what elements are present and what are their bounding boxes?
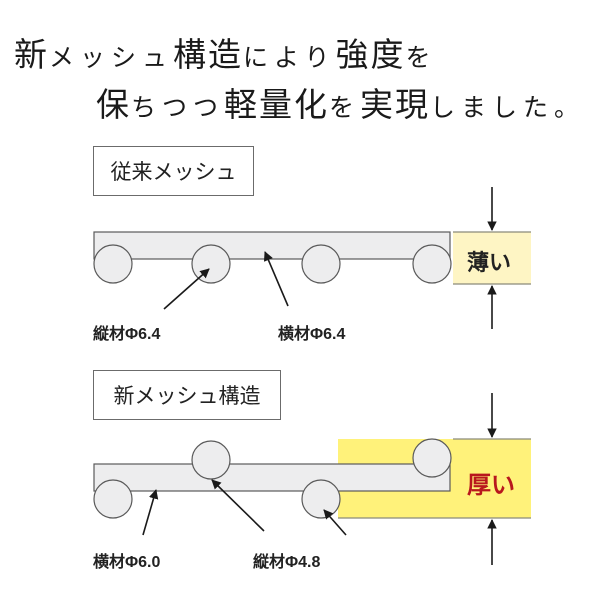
pointer-arrow-vertical [163,268,210,310]
vertical-wire-cross-section [412,244,452,284]
headline-segment: しました。 [430,93,586,122]
thin-thickness-band [453,232,531,284]
headline-segment: 強度 [335,35,406,74]
pointer-arrow-horizontal [142,489,159,536]
vertical-wire-cross-section [191,440,231,480]
vertical-wire-cross-section [93,479,133,519]
new-structure-section [93,393,531,565]
headline-segment: メッシュ [49,43,174,72]
thick-label: 厚い [467,471,515,499]
new-horizontal-wire-label: 横材Φ6.0 [93,554,161,571]
headline-line-1: 新メッシュ構造により強度を [14,28,437,76]
headline-segment: ちつつ [131,93,225,122]
headline-segment: 構造 [173,35,244,74]
headline-segment: を [329,93,361,122]
vertical-wire-cross-section [191,244,231,284]
new-mesh-title: 新メッシュ構造 [93,370,281,420]
headline-segment: 保 [96,85,131,124]
vertical-wire-cross-section [412,438,452,478]
vertical-wire-cross-section [301,479,341,519]
headline-segment: により [243,43,336,72]
conventional-vertical-wire-label: 縦材Φ6.4 [93,326,161,343]
headline-segment: を [405,43,437,72]
vertical-wire-cross-section [93,244,133,284]
pointer-arrow-vertical [211,479,265,532]
new-vertical-wire-label: 縦材Φ4.8 [253,554,321,571]
conventional-mesh-title: 従来メッシュ [93,146,254,196]
vertical-wire-cross-section [301,244,341,284]
headline-line-2: 保ちつつ軽量化を実現しました。 [96,78,585,126]
horizontal-bar [93,463,451,492]
headline-segment: 新 [14,35,49,74]
pointer-arrow-horizontal [263,251,289,307]
thin-label: 薄い [467,251,512,276]
conventional-section [93,187,531,329]
headline-segment: 実現 [360,85,431,124]
headline-segment: 軽量化 [224,85,330,124]
pointer-arrow-vertical-lower [323,509,347,536]
conventional-horizontal-wire-label: 横材Φ6.4 [278,326,346,343]
horizontal-bar [93,231,451,260]
